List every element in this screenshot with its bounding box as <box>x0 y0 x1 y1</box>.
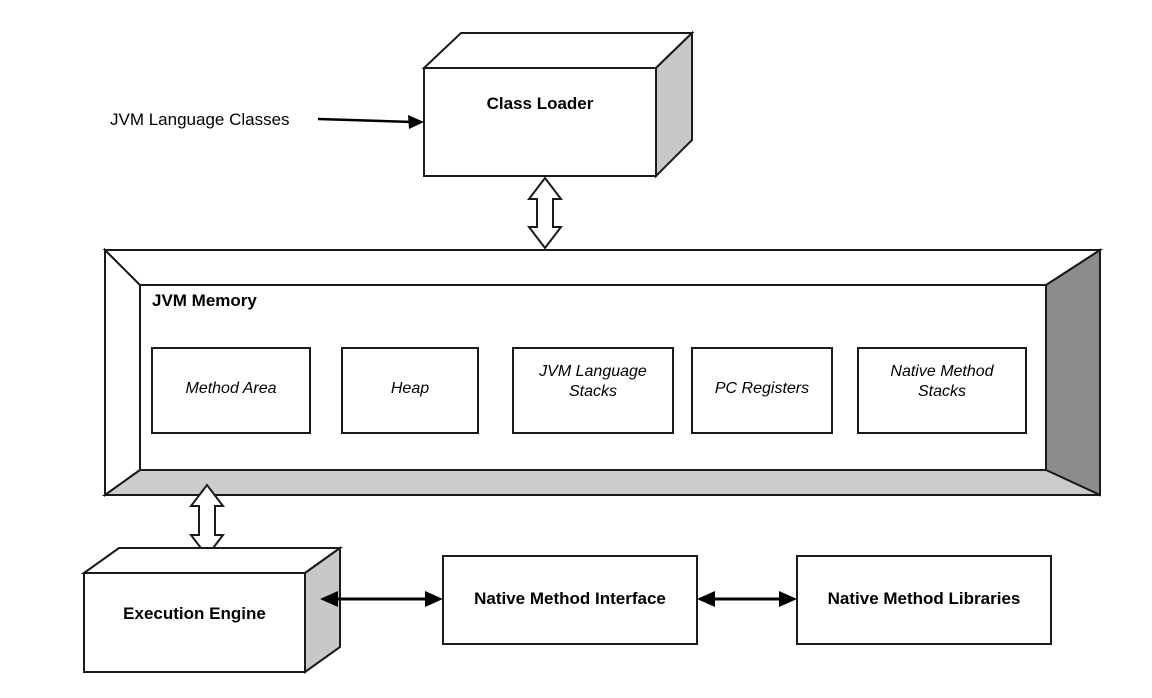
execution-engine-top-face <box>80 547 344 574</box>
class-loader-top-face <box>421 32 695 69</box>
input-label-jvm-language-classes: JVM Language Classes <box>110 110 290 129</box>
native-method-interface-box <box>442 555 698 645</box>
jvm-memory-left-bevel <box>104 247 141 497</box>
class-loader-to-jvm-memory-arrow <box>526 176 564 250</box>
execution-engine-front-face <box>83 572 306 673</box>
native-method-libraries-label: Native Method Libraries <box>827 589 1021 608</box>
execution-engine-shape <box>80 546 344 674</box>
region-label-jvm-language-stacks: JVM Language Stacks <box>539 363 647 401</box>
region-box-native-method-stacks <box>857 347 1027 434</box>
execution-engine-label: Execution Engine <box>123 604 266 623</box>
region-box-jvm-language-stacks <box>512 347 674 434</box>
jvm-memory-region-boxes <box>151 347 1027 434</box>
class-loader-front-face <box>423 67 657 177</box>
region-label-method-area: Method Area <box>185 380 277 397</box>
region-label-native-method-stacks: Native Method Stacks <box>890 363 994 401</box>
classes-to-class-loader-arrow <box>317 115 424 129</box>
region-box-method-area <box>151 347 311 434</box>
jvm-memory-right-bevel <box>1045 248 1101 497</box>
region-label-heap: Heap <box>390 380 430 397</box>
region-box-heap <box>341 347 479 434</box>
region-box-pc-registers <box>691 347 833 434</box>
jvm-memory-bottom-shelf <box>101 469 1101 496</box>
execution-engine-to-nmi-arrow <box>320 591 443 607</box>
class-loader-shape <box>421 30 695 179</box>
native-method-libraries-box <box>796 555 1052 645</box>
nmi-to-libraries-arrow <box>697 591 797 607</box>
native-method-interface-label: Native Method Interface <box>474 589 666 608</box>
region-label-pc-registers: PC Registers <box>714 380 810 397</box>
jvm-memory-label: JVM Memory <box>152 291 257 310</box>
class-loader-label: Class Loader <box>486 94 594 113</box>
jvm-memory-top-bevel <box>102 249 1104 286</box>
